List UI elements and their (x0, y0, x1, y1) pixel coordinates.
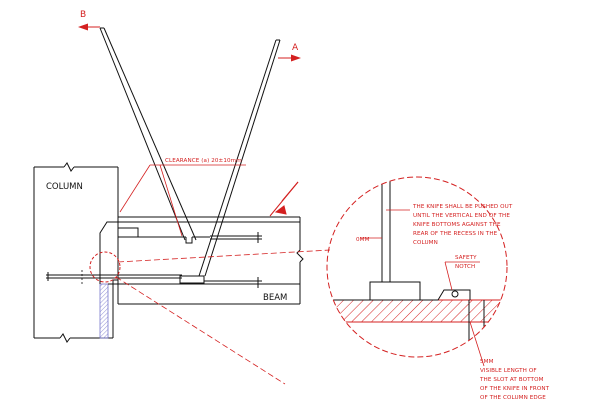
arrow-left-icon (78, 23, 88, 31)
safety-notch-line: SAFETY (455, 255, 477, 261)
slot-note-line: THE SLOT AT BOTTOM (479, 377, 544, 383)
knife-plate (99, 221, 210, 285)
detail-circle-icon (89, 251, 121, 283)
knife-note-line: COLUMN (413, 240, 438, 246)
knife-note-line: KNIFE BOTTOMS AGAINST THE (413, 222, 501, 228)
slot-note-line: OF THE COLUMN EDGE (480, 395, 546, 401)
detail-annotations (360, 209, 485, 367)
section-arrow-b: B (78, 10, 100, 31)
detail-circle-large (326, 176, 508, 358)
enlarged-detail (326, 176, 508, 358)
section-a-label: A (292, 43, 299, 53)
beam-label: BEAM (263, 293, 287, 303)
detail-leaders (115, 249, 331, 385)
knife-note-line: REAR OF THE RECESS IN THE (413, 231, 498, 237)
bolts (46, 232, 262, 288)
weld-strip (99, 283, 109, 339)
section-b-label: B (80, 10, 86, 20)
clearance-annotation (119, 164, 246, 237)
safety-notch-line: NOTCH (455, 264, 475, 270)
dim-5mm-label: 5MM (480, 359, 494, 365)
section-arrow-a: A (278, 43, 301, 62)
knife-note: THE KNIFE SHALL BE PUSHED OUT UNTIL THE … (412, 204, 513, 246)
arrow-right-icon (291, 54, 301, 62)
zigzag-break-icon (59, 333, 71, 343)
slot-note-line: OF THE KNIFE IN FRONT (480, 386, 550, 392)
knife-note-line: THE KNIFE SHALL BE PUSHED OUT (412, 204, 513, 210)
safety-notch-label: SAFETY NOTCH (455, 255, 477, 270)
column-label: COLUMN (46, 182, 83, 192)
weld-symbol (269, 181, 299, 217)
slot-note-line: VISIBLE LENGTH OF (480, 368, 537, 374)
dim-0mm-label: 0MM (356, 237, 370, 243)
slot-note: VISIBLE LENGTH OF THE SLOT AT BOTTOM OF … (479, 368, 550, 401)
clearance-label: CLEARANCE (a) 20±10mm (165, 158, 242, 164)
column (33, 162, 119, 343)
knife-note-line: UNTIL THE VERTICAL END OF THE (413, 213, 510, 219)
knife-blades (99, 27, 281, 277)
